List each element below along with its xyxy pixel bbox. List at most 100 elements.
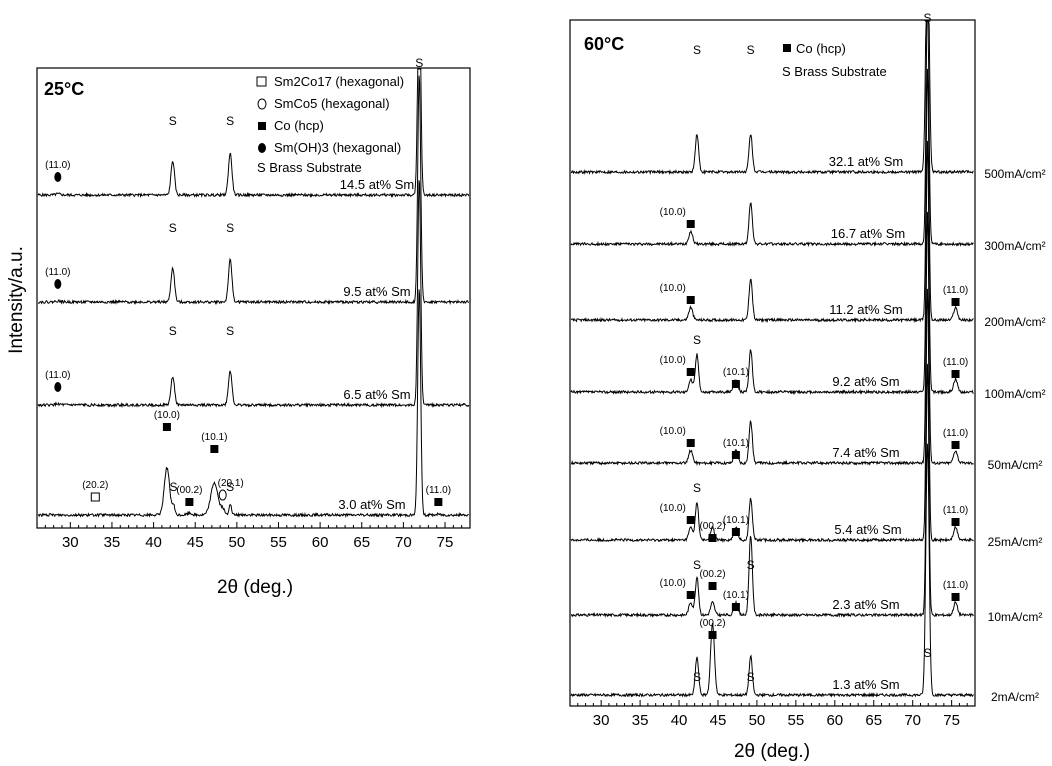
xrd-trace [570,20,974,248]
xrd-trace [570,20,974,176]
substrate-peak-marker: S [923,646,931,660]
x-tick-label: 40 [145,534,162,551]
co-hcp-marker [951,593,960,601]
peak-index-label: (10.1) [723,367,749,378]
x-tick-label: 30 [593,712,610,729]
series-label: 3.0 at% Sm [338,497,405,512]
peak-index-label: (10.1) [201,432,227,443]
legend-filled-square-icon [258,122,266,130]
peak-index-label: (11.0) [943,505,968,516]
peak-index-label: (10.0) [154,410,180,421]
current-density-label: 100mA/cm² [984,387,1045,401]
legend-open-square-icon [256,76,267,87]
substrate-peak-marker: S [747,670,755,684]
legend-label: Sm2Co17 (hexagonal) [274,74,404,89]
substrate-peak-marker: S [169,114,177,128]
x-tick-label: 65 [865,712,882,729]
current-density-label: 200mA/cm² [984,315,1045,329]
peak-index-label: (00.2) [699,569,725,580]
co-hcp-marker [162,423,171,431]
peak-index-label: (10.0) [660,283,686,294]
series-label: 2.3 at% Sm [832,597,899,612]
xrd-trace [37,68,470,199]
xrd-trace [37,180,470,409]
left-traces: 14.5 at% Sm9.5 at% Sm6.5 at% Sm3.0 at% S… [37,68,470,518]
current-density-label: 300mA/cm² [984,239,1045,253]
co-hcp-marker [951,298,960,306]
peak-index-label: (00.2) [699,618,725,629]
peak-index-label: (11.0) [943,580,968,591]
current-density-label: 50mA/cm² [988,458,1043,472]
co-hcp-marker [210,445,219,453]
current-density-label: 500mA/cm² [984,167,1045,181]
substrate-peak-marker: S [226,221,234,235]
peak-index-label: (11.0) [943,357,968,368]
co-hcp-marker [686,368,695,376]
left-legend: Sm2Co17 (hexagonal) SmCo5 (hexagonal) Co (… [256,74,404,175]
legend-filled-square-icon [783,44,791,52]
series-label: 9.5 at% Sm [343,284,410,299]
co-hcp-marker [951,370,960,378]
legend-label: Co (hcp) [796,41,846,56]
x-tick-label: 50 [749,712,766,729]
peak-index-label: (10.1) [723,438,749,449]
substrate-peak-marker: S [169,221,177,235]
co-hcp-marker [686,591,695,599]
legend-label: SmCo5 (hexagonal) [274,96,390,111]
peak-index-label: (10.0) [660,578,686,589]
xrd-trace [37,289,469,518]
co-hcp-marker [951,518,960,526]
co-hcp-marker [686,220,695,228]
legend-open-circle-icon [257,98,267,110]
xrd-trace [570,68,974,324]
series-label: 1.3 at% Sm [832,677,899,692]
co-hcp-marker [708,631,717,639]
peak-index-label: (11.0) [45,267,70,278]
co-hcp-marker [686,439,695,447]
peak-index-label: (00.2) [176,485,202,496]
x-tick-label: 65 [353,534,370,551]
smco5-marker [218,489,227,501]
peak-index-label: (10.0) [660,503,686,514]
peak-index-label: (11.0) [45,370,70,381]
x-tick-label: 55 [270,534,287,551]
peak-index-label: (10.0) [660,426,686,437]
x-tick-label: 45 [187,534,204,551]
right-plot-frame [569,19,976,707]
x-tick-label: 35 [632,712,649,729]
xrd-trace [570,288,974,544]
peak-index-label: (10.1) [723,515,749,526]
right-legend: Co (hcp)S Brass Substrate [782,41,887,79]
xrd-trace [570,443,974,698]
substrate-peak-marker: S [693,670,701,684]
legend-label: Co (hcp) [274,118,324,133]
smoh3-marker [54,172,62,182]
peak-index-label: (11.0) [943,428,968,439]
substrate-peak-marker: S [923,11,931,25]
co-hcp-marker [686,296,695,304]
right-annotations: S S S (10.0) (10.0) (11.0) (10.0) S (10.1) (11.0)… [660,11,969,684]
substrate-peak-marker: S [169,324,177,338]
peak-index-label: (10.1) [723,590,749,601]
x-tick-label: 70 [904,712,921,729]
smoh3-marker [54,382,62,392]
co-hcp-marker [686,516,695,524]
x-tick-label: 40 [671,712,688,729]
substrate-peak-marker: S [747,43,755,57]
smoh3-marker [54,279,62,289]
co-hcp-marker [434,498,443,506]
x-tick-label: 35 [104,534,121,551]
x-tick-label: 70 [395,534,412,551]
peak-index-label: (20.2) [82,480,108,491]
xrd-trace [570,363,974,619]
co-hcp-marker [731,380,740,388]
substrate-peak-marker: S [170,480,178,494]
left-title: 25°C [44,79,84,99]
substrate-peak-marker: S [693,558,701,572]
